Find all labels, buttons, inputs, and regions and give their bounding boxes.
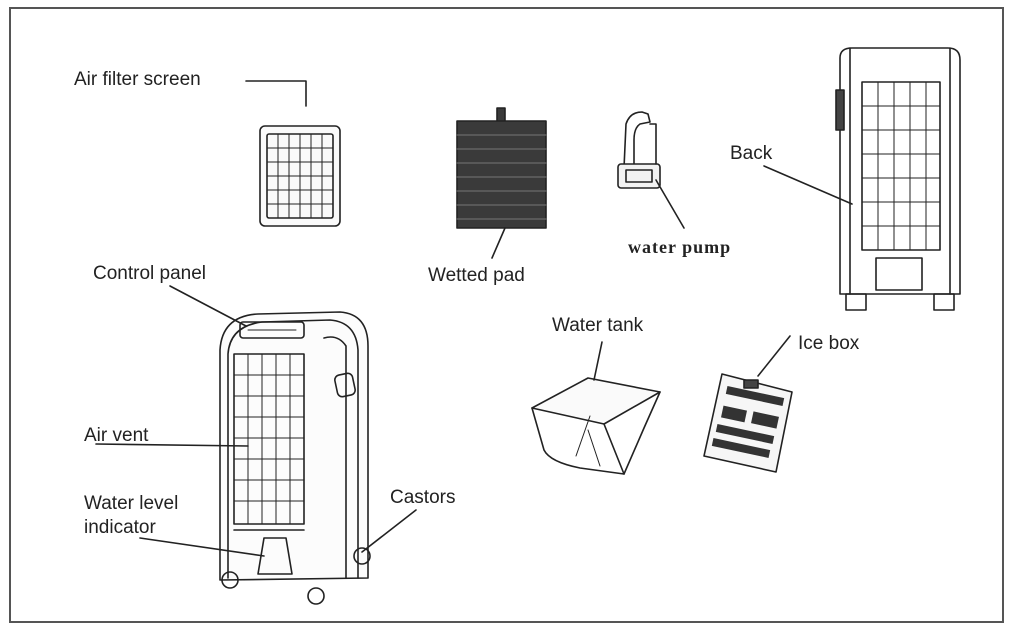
ice-box-leader (757, 335, 791, 377)
back-leader (763, 165, 853, 205)
ice-box (703, 373, 793, 473)
water-tank-leader (593, 341, 603, 381)
label-back: Back (730, 143, 773, 164)
air-filter-screen (259, 125, 341, 227)
wetted-pad-leader (491, 227, 506, 259)
control-panel-leader (169, 285, 247, 327)
back-view-cooler (835, 47, 961, 311)
label-water-level-line2: indicator (84, 517, 156, 538)
label-water-level-line1: Water level (84, 493, 179, 514)
water-pump-leader (655, 179, 685, 229)
label-ice-box: Ice box (798, 333, 860, 354)
label-water-pump: water pump (628, 237, 732, 257)
front-cooler (219, 311, 371, 605)
label-air-filter-screen: Air filter screen (74, 69, 201, 90)
label-wetted-pad: Wetted pad (428, 265, 525, 286)
label-air-vent: Air vent (84, 425, 149, 446)
castors-leader (361, 509, 417, 553)
air-filter-leader (245, 80, 307, 107)
water-level-leader (139, 537, 265, 557)
water-tank (531, 377, 661, 475)
label-water-tank: Water tank (552, 315, 644, 336)
water-pump (617, 111, 661, 189)
wetted-pad (456, 107, 547, 229)
label-control-panel: Control panel (93, 263, 207, 284)
air-vent-leader (95, 443, 249, 447)
label-castors: Castors (390, 487, 456, 508)
